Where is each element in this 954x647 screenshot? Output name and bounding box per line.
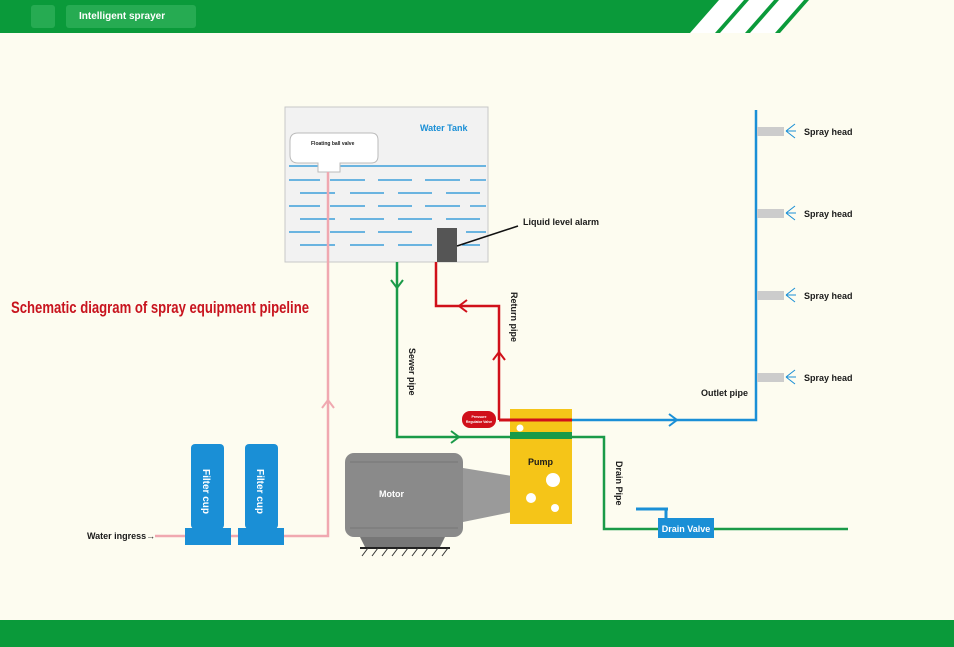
tab-intelligent-sprayer[interactable]: Intelligent sprayer [66,5,179,28]
outlet-pipe: Outlet pipe [572,110,758,427]
outlet-pipe-label: Outlet pipe [701,388,748,398]
water-ingress-label: Water ingress→ [87,531,155,541]
filter-cup-2: Filter cup [238,444,284,545]
spray-head-3: Spray head [757,287,853,303]
return-pipe: Return pipe [434,262,519,420]
spray-head-4-label: Spray head [804,373,853,383]
spray-head-1-label: Spray head [804,127,853,137]
filter-cup-1-label: Filter cup [200,469,211,514]
spray-head-3-label: Spray head [804,291,853,301]
liquid-level-alarm: Liquid level alarm [437,217,599,262]
floating-ball-valve-label: Floating ball valve [311,141,355,147]
motor-label: Motor [379,489,404,499]
spray-head-2-label: Spray head [804,209,853,219]
spray-head-4: Spray head [757,369,853,385]
motor: Motor [345,453,512,557]
pump-label: Pump [528,457,554,467]
stripe-decoration [690,0,954,33]
drain-pipe: Drain Pipe [572,435,848,531]
pressure-valve-label-line2: Regulator Valve [466,420,492,424]
tab-placeholder-1[interactable] [31,5,55,28]
spray-head-1: Spray head [757,123,853,139]
water-tank: Water Tank [284,106,489,263]
footer-bar [0,620,954,647]
drain-pipe-label: Drain Pipe [614,461,624,506]
liquid-level-alarm-label: Liquid level alarm [523,217,599,227]
tab-placeholder-2[interactable] [172,5,196,28]
floating-ball-valve: Floating ball valve [289,132,379,173]
sewer-pipe: Sewer pipe [390,262,510,444]
pressure-valve-label-line1: Pressure [472,415,487,419]
return-pipe-label: Return pipe [509,292,519,342]
pressure-regulator-valve: Pressure Regulator Valve [462,411,496,428]
header-bar: Intelligent sprayer [0,0,954,33]
filter-cup-2-label: Filter cup [254,469,265,514]
water-tank-label: Water Tank [420,123,469,133]
spray-head-2: Spray head [757,205,853,221]
diagram-title: Schematic diagram of spray equipment pip… [11,298,309,317]
filter-cup-1: Filter cup [185,444,231,545]
drain-valve: Drain Valve [636,507,714,538]
sewer-pipe-label: Sewer pipe [407,348,417,396]
pump: Pump [499,409,572,524]
drain-valve-label: Drain Valve [662,524,711,534]
